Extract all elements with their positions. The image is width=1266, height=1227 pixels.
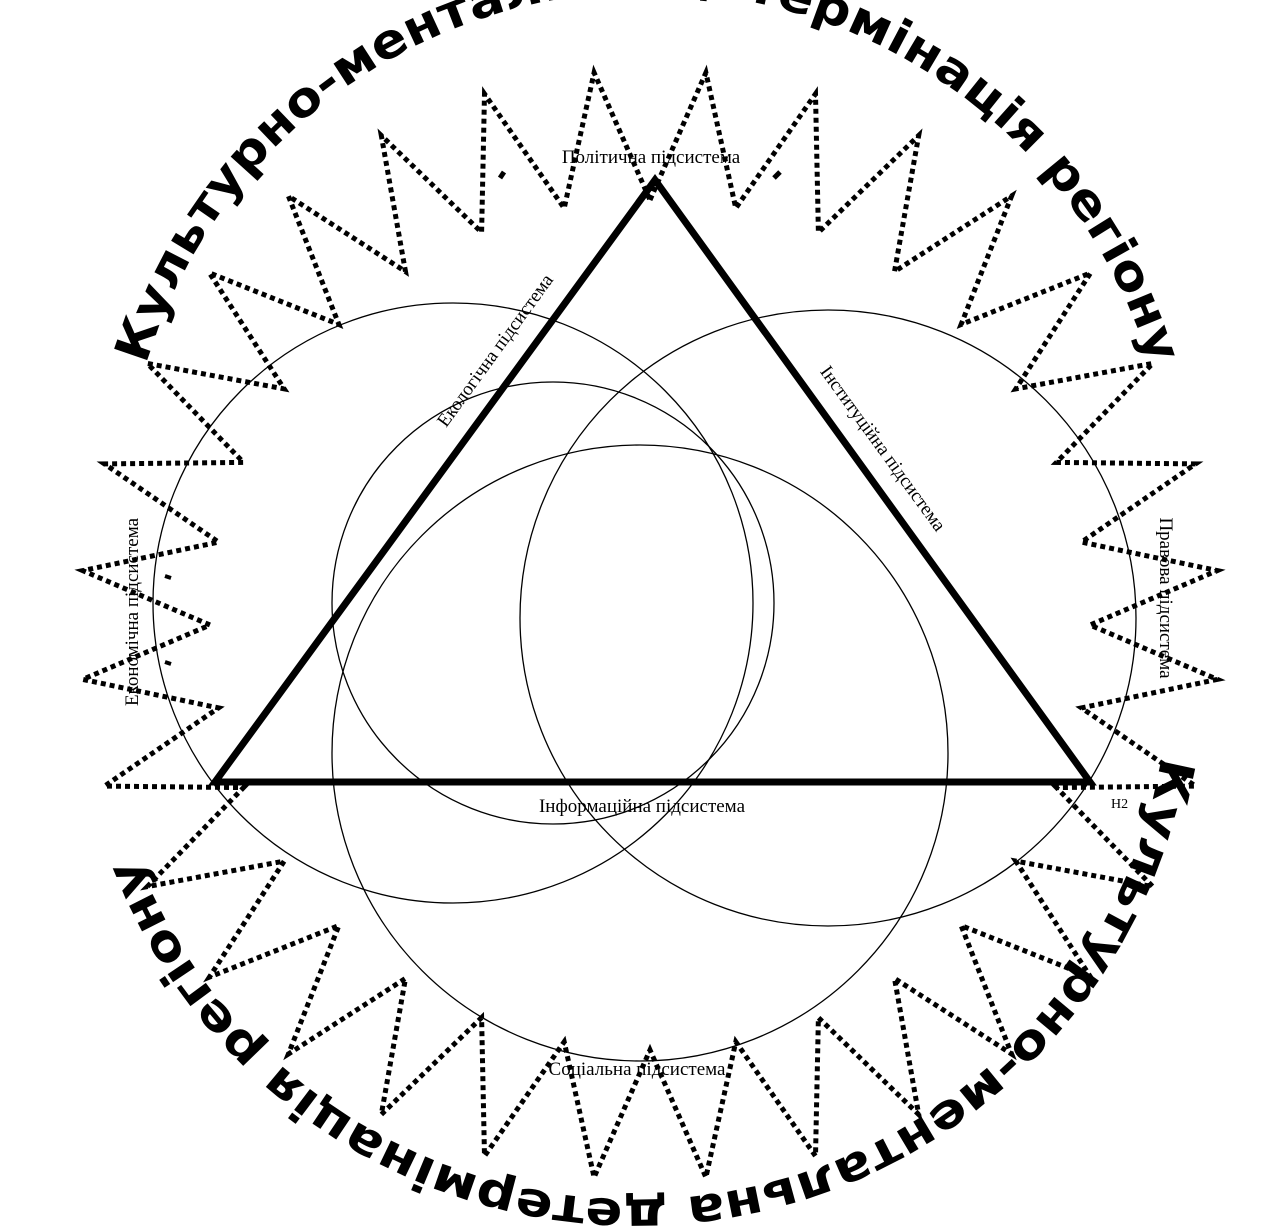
label-social: Соціальна підсистема: [549, 1059, 726, 1080]
label-legal: Правова підсистема: [1155, 517, 1176, 679]
label-political: Політична підсистема: [562, 147, 741, 168]
corner-label: H2: [1111, 797, 1128, 812]
label-informational: Інформаційна підсистема: [539, 796, 746, 817]
circle-social: [332, 445, 948, 1061]
ring-marks: [165, 172, 780, 664]
arc-title-bottom-text: Культурно-ментальна детермінація регіону: [96, 754, 1205, 1227]
label-ecological: Екологічна підсистема: [433, 270, 558, 431]
arc-title-bottom: Культурно-ментальна детермінація регіону: [96, 754, 1205, 1227]
circle-institutional: [520, 310, 1136, 926]
label-institutional: Інституційна підсистема: [815, 362, 949, 536]
central-triangle: [215, 180, 1090, 782]
label-economic: Економічна підсистема: [122, 517, 143, 706]
